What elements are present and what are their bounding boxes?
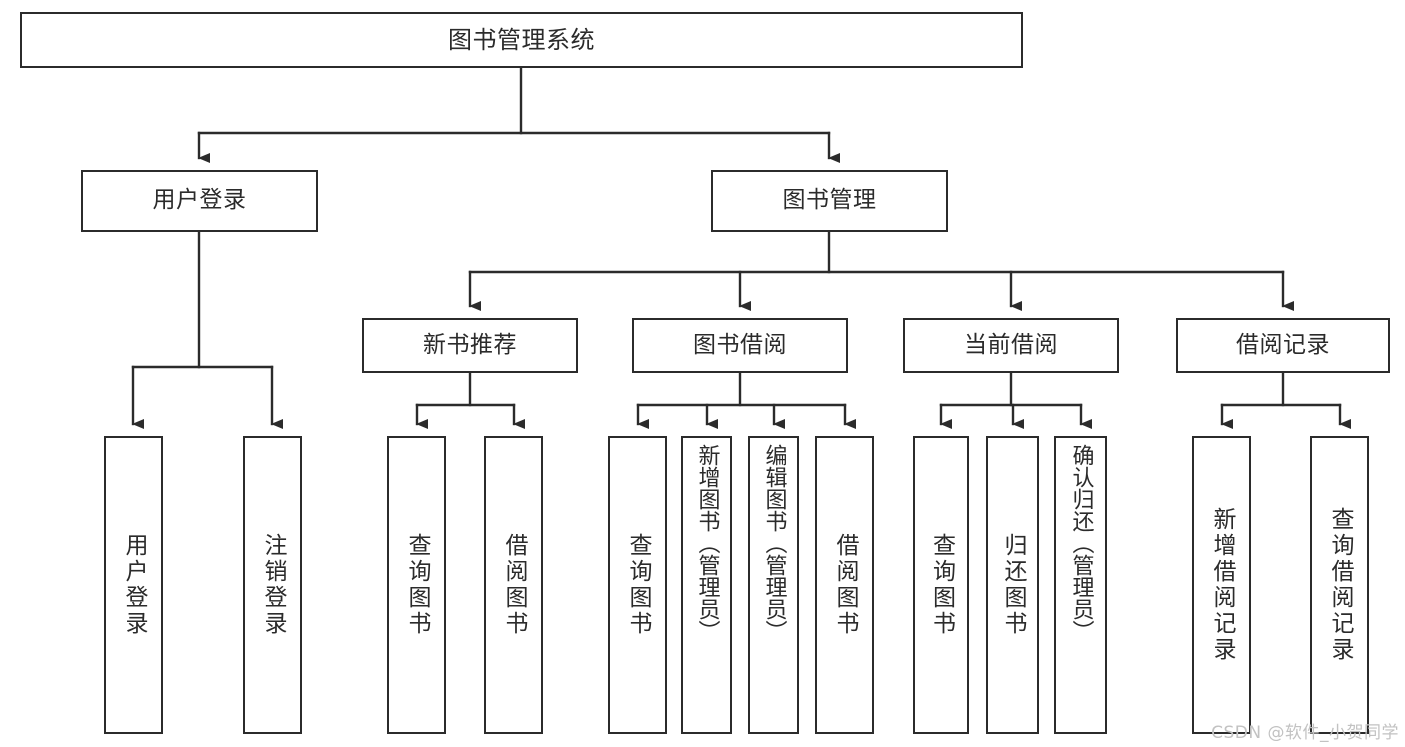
node-level2[interactable]: 当前借阅 <box>903 318 1119 373</box>
node-leaf-label: 新增图书（管理员） <box>694 444 720 642</box>
node-leaf[interactable]: 编辑图书（管理员） <box>748 436 799 734</box>
node-leaf-label: 查询图书 <box>928 533 955 637</box>
node-level1[interactable]: 用户登录 <box>81 170 318 232</box>
node-leaf[interactable]: 借阅图书 <box>815 436 874 734</box>
node-leaf-label: 借阅图书 <box>832 533 858 637</box>
node-leaf[interactable]: 新增借阅记录 <box>1192 436 1251 734</box>
node-leaf-label: 借阅图书 <box>501 533 527 637</box>
node-leaf[interactable]: 查询图书 <box>608 436 667 734</box>
node-leaf[interactable]: 用户登录 <box>104 436 163 734</box>
node-leaf[interactable]: 查询借阅记录 <box>1310 436 1369 734</box>
watermark-text: CSDN @软件_小贺同学 <box>1211 723 1399 743</box>
node-leaf[interactable]: 注销登录 <box>243 436 302 734</box>
node-leaf-label: 查询借阅记录 <box>1327 507 1353 663</box>
node-leaf-label: 用户登录 <box>121 533 147 637</box>
node-leaf-label: 查询图书 <box>625 533 651 637</box>
node-leaf-label: 确认归还（管理员） <box>1068 444 1094 642</box>
node-level2-label: 当前借阅 <box>964 331 1058 358</box>
node-leaf[interactable]: 查询图书 <box>387 436 446 734</box>
node-leaf-label: 归还图书 <box>1000 533 1026 637</box>
node-leaf-label: 编辑图书（管理员） <box>761 444 787 642</box>
node-leaf[interactable]: 归还图书 <box>986 436 1039 734</box>
node-level2[interactable]: 图书借阅 <box>632 318 848 373</box>
node-level2-label: 借阅记录 <box>1236 331 1330 358</box>
node-leaf-label: 注销登录 <box>260 533 286 637</box>
node-level1-label: 用户登录 <box>152 187 247 214</box>
node-level1[interactable]: 图书管理 <box>711 170 948 232</box>
node-leaf-label: 查询图书 <box>404 533 430 637</box>
node-root-label: 图书管理系统 <box>448 25 595 54</box>
node-level2-label: 新书推荐 <box>423 331 517 358</box>
node-level2[interactable]: 借阅记录 <box>1176 318 1390 373</box>
node-leaf[interactable]: 借阅图书 <box>484 436 543 734</box>
node-leaf[interactable]: 查询图书 <box>913 436 969 734</box>
node-level2[interactable]: 新书推荐 <box>362 318 578 373</box>
node-leaf[interactable]: 新增图书（管理员） <box>681 436 732 734</box>
node-leaf-label: 新增借阅记录 <box>1209 507 1235 663</box>
node-root[interactable]: 图书管理系统 <box>20 12 1023 68</box>
node-level1-label: 图书管理 <box>782 187 877 214</box>
node-leaf[interactable]: 确认归还（管理员） <box>1054 436 1107 734</box>
node-level2-label: 图书借阅 <box>693 331 787 358</box>
